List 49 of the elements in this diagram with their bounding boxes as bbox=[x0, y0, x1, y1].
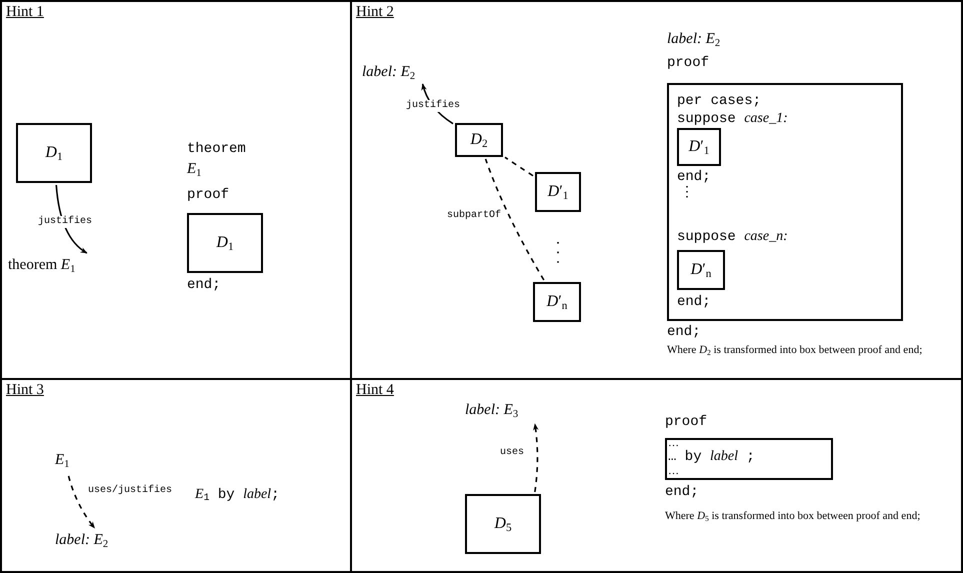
formula-text: E$_{1}$ bbox=[55, 450, 85, 474]
panel-heading: Hint 2 bbox=[356, 3, 394, 22]
code-text: proof bbox=[665, 413, 708, 431]
block-box: D$_{2}$ bbox=[455, 123, 503, 157]
panel-heading: Hint 3 bbox=[6, 381, 44, 400]
code-line: … bbox=[668, 437, 679, 449]
hint-panel bbox=[0, 0, 352, 380]
formula-text: theorem E$_{1}$ bbox=[8, 255, 128, 277]
proof-block-box bbox=[665, 438, 833, 480]
note-text: Where D$_{2}$ is transformed into box between proof and end; bbox=[667, 343, 924, 358]
block-box: D$_{5}$ bbox=[465, 494, 541, 554]
panel-heading: Hint 1 bbox=[6, 3, 44, 22]
code-text: theorem bbox=[187, 140, 246, 158]
panel-heading: Hint 4 bbox=[356, 381, 394, 400]
code-text: label: E$_{2}$ bbox=[667, 30, 720, 48]
code-text: proof bbox=[667, 54, 710, 72]
block-box: D$_{1}$ bbox=[16, 123, 92, 183]
formula-text: label: E$_{2}$ bbox=[55, 530, 135, 552]
code-text: E$_{1}$ by label; bbox=[195, 486, 280, 504]
formula-text: label: E$_{3}$ bbox=[465, 400, 545, 422]
code-line: suppose case_1: bbox=[677, 110, 788, 128]
code-line: … by label ; bbox=[668, 448, 755, 466]
arrow bbox=[533, 423, 539, 492]
edge-label: justifies bbox=[36, 216, 94, 228]
code-line: per cases; bbox=[677, 92, 762, 110]
code-line: ⋮ bbox=[680, 184, 694, 202]
block-box: D′$_{n}$ bbox=[533, 282, 581, 322]
code-text: end; bbox=[667, 323, 701, 341]
code-text: proof bbox=[187, 186, 230, 204]
code-line: … bbox=[668, 465, 679, 477]
block-box: D′$_{n}$ bbox=[677, 250, 725, 290]
hint-panel bbox=[350, 378, 963, 573]
code-text: E$_{1}$ bbox=[187, 160, 202, 178]
code-line: end; bbox=[677, 293, 711, 311]
arrow bbox=[68, 476, 96, 529]
proof-block-box bbox=[667, 83, 903, 321]
hint-panel bbox=[350, 0, 963, 380]
block-box: D′$_{1}$ bbox=[677, 128, 721, 166]
code-text: end; bbox=[187, 276, 221, 294]
block-box: D′$_{1}$ bbox=[535, 172, 581, 212]
code-line: end; bbox=[677, 168, 711, 186]
edge-label: justifies bbox=[404, 100, 462, 112]
formula-text: label: E$_{2}$ bbox=[362, 62, 442, 82]
edge-label: subpartOf bbox=[445, 210, 504, 222]
edge-label: uses/justifies bbox=[86, 485, 174, 497]
code-text: end; bbox=[665, 483, 699, 501]
block-box: D$_{1}$ bbox=[187, 213, 263, 273]
code-line: suppose case_n: bbox=[677, 228, 788, 246]
note-text: Where D$_{5}$ is transformed into box between proof and end; bbox=[665, 509, 922, 524]
